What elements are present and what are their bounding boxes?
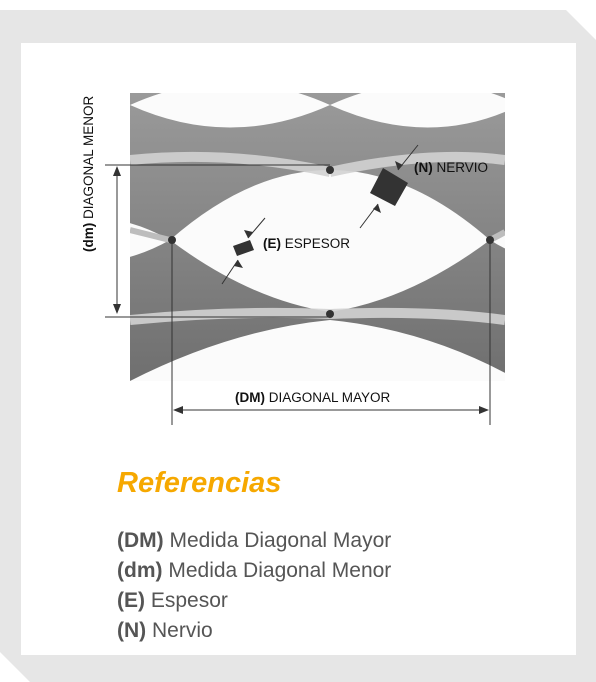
label-diagonal-menor: (dm) DIAGONAL MENOR	[81, 95, 96, 252]
diag-mayor-dimension	[171, 240, 491, 425]
espesor-swatch	[233, 240, 254, 256]
reference-item: (DM) Medida Diagonal Mayor	[117, 529, 392, 552]
nervio-swatch	[370, 168, 408, 206]
references-list: (DM) Medida Diagonal Mayor (dm) Medida D…	[117, 526, 391, 646]
diag-menor-dimension	[105, 164, 330, 318]
references-title: Referencias	[117, 467, 282, 499]
point-top	[326, 166, 334, 174]
mesh-photo	[130, 93, 505, 381]
point-bottom	[326, 310, 334, 318]
label-nervio: (N) NERVIO	[414, 160, 489, 175]
reference-item: (dm) Medida Diagonal Menor	[117, 559, 392, 582]
reference-item: (E) Espesor	[117, 589, 228, 612]
label-diagonal-mayor: (DM) DIAGONAL MAYOR	[235, 390, 391, 405]
reference-item: (N) Nervio	[117, 619, 213, 642]
label-espesor: (E) ESPESOR	[263, 236, 351, 251]
